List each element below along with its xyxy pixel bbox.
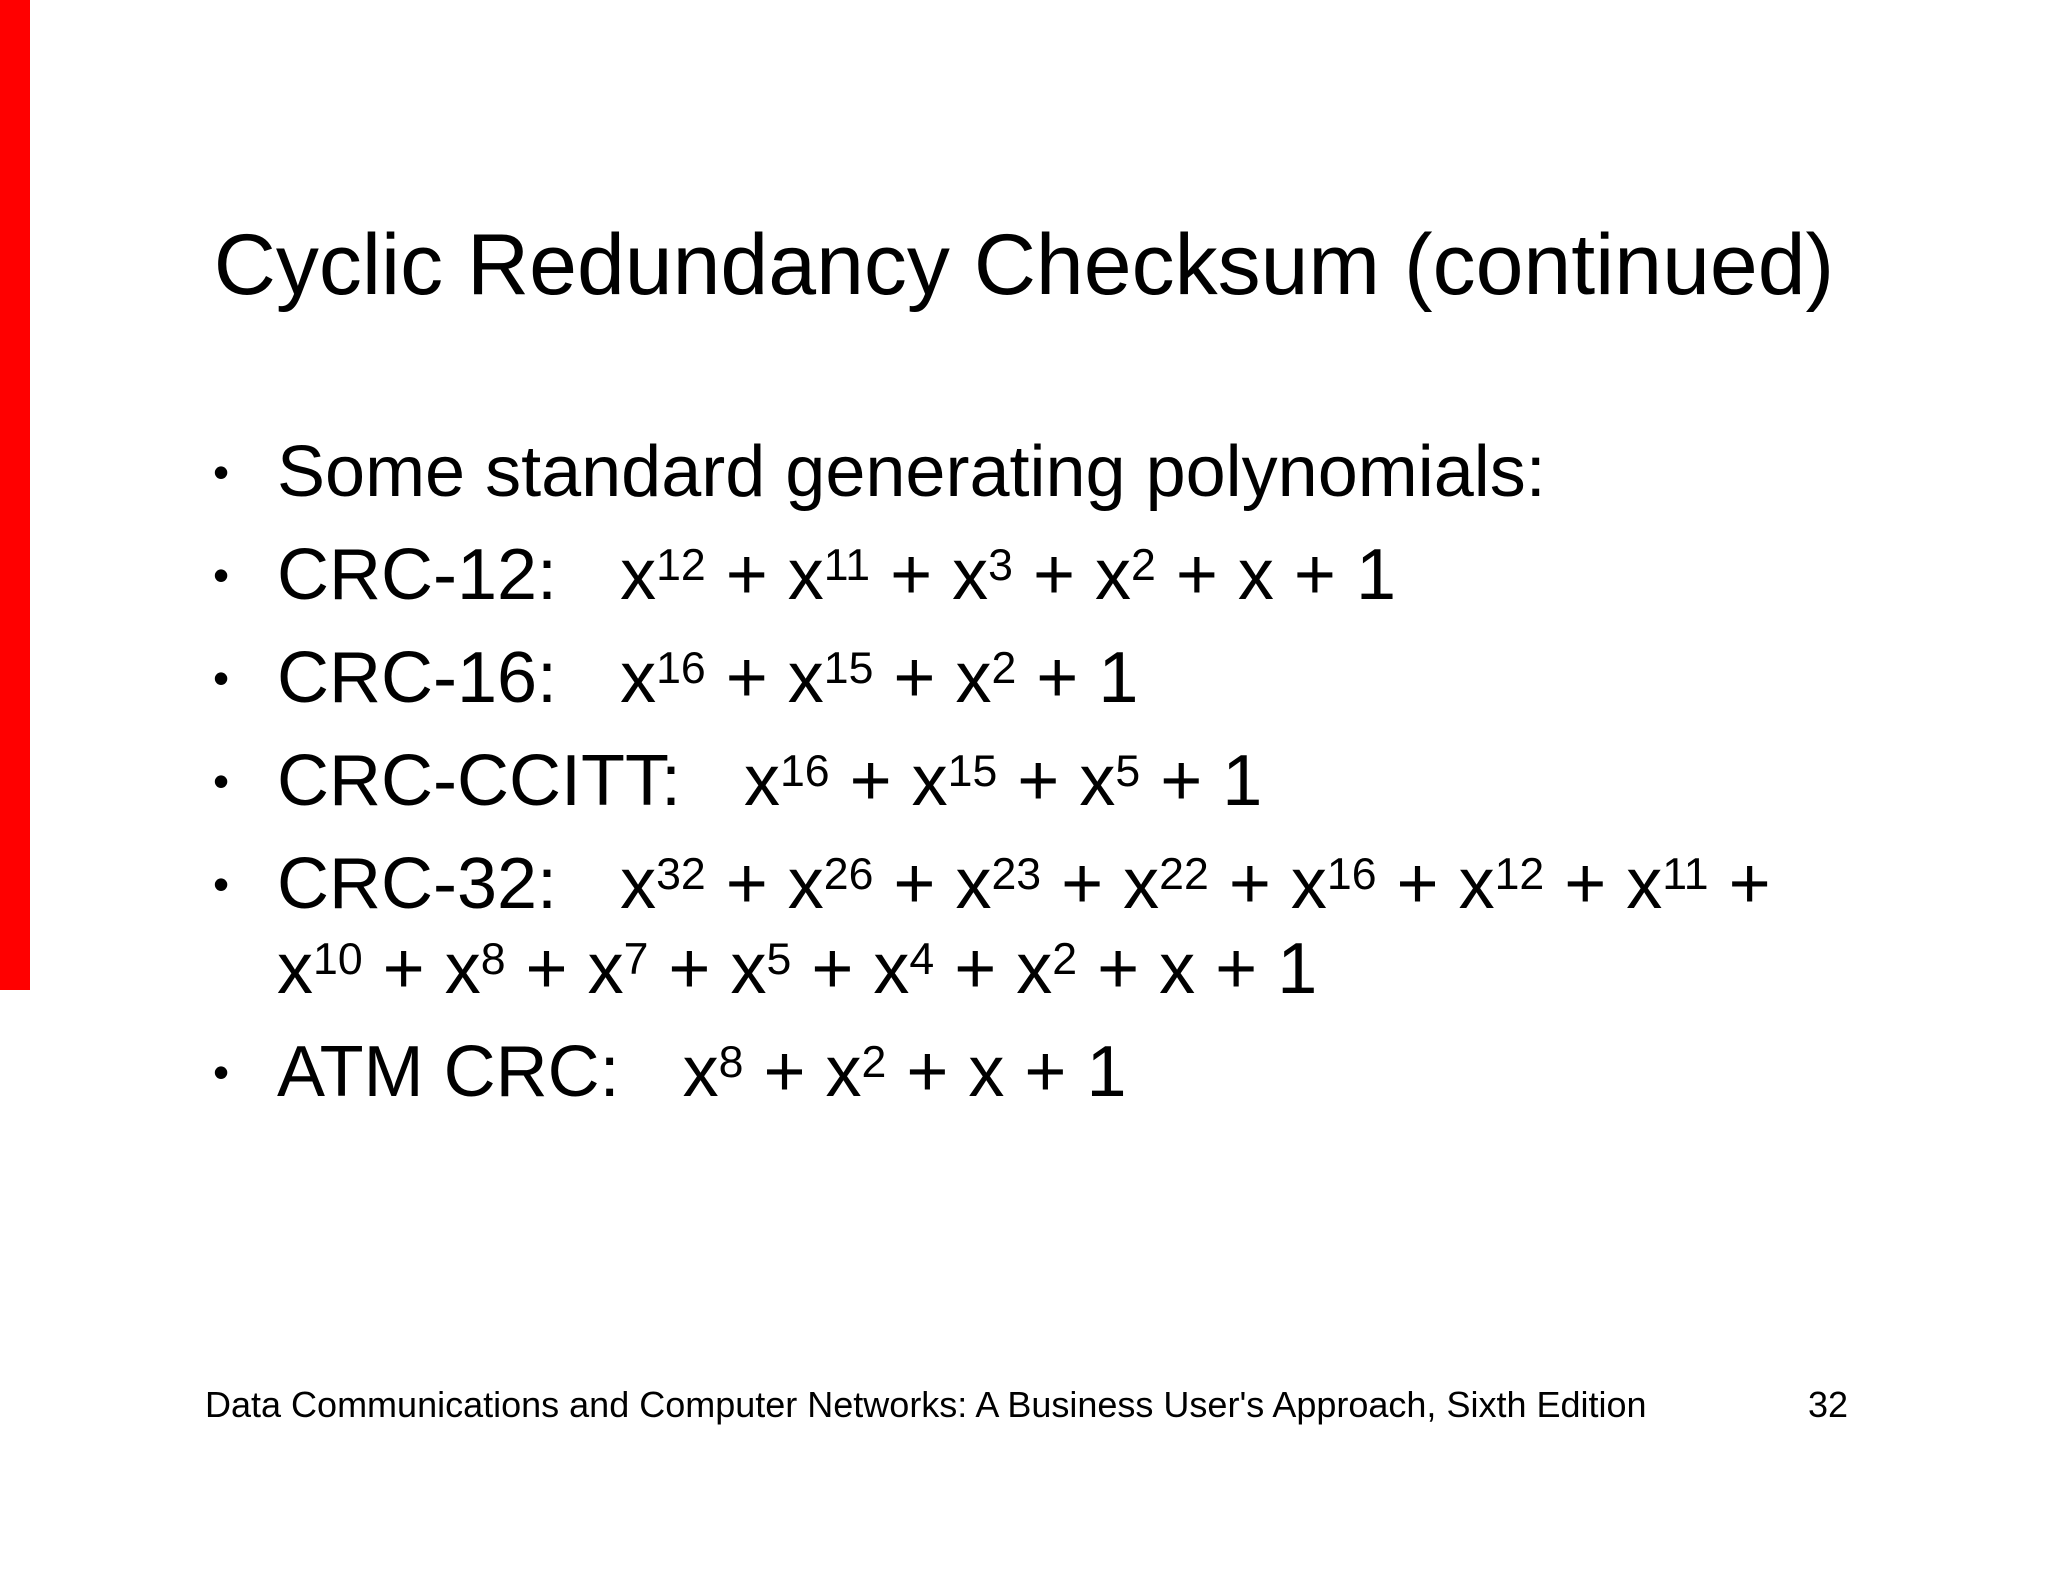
bullet-formula: x16 + x15 + x5 + 1 bbox=[743, 741, 1263, 821]
exponent: 8 bbox=[718, 1038, 744, 1088]
bullet-formula: x8 + x2 + x + 1 bbox=[682, 1032, 1127, 1112]
exponent: 5 bbox=[1115, 747, 1141, 797]
exponent: 2 bbox=[861, 1038, 887, 1088]
exponent: 15 bbox=[823, 644, 874, 694]
page-number: 32 bbox=[1807, 1384, 1848, 1425]
bullet-label: CRC-12: bbox=[277, 535, 558, 615]
exponent: 2 bbox=[1052, 935, 1078, 985]
bullet-formula: x16 + x15 + x2 + 1 bbox=[620, 638, 1139, 718]
exponent: 12 bbox=[656, 541, 706, 591]
bullet-item: • CRC-16: x16 + x15 + x2 + 1 bbox=[213, 636, 1908, 721]
bullet-item: • CRC-CCITT: x16 + x15 + x5 + 1 bbox=[213, 739, 1908, 824]
exponent: 15 bbox=[947, 747, 998, 797]
slide-footer: Data Communications and Computer Network… bbox=[205, 1385, 1848, 1425]
bullet-item: • Some standard generating polynomials: bbox=[213, 430, 1908, 515]
bullet-item: • CRC-32:x32 + x26 + x23 + x22 + x16 + x1… bbox=[213, 842, 1908, 1012]
exponent: 2 bbox=[991, 644, 1017, 694]
exponent: 16 bbox=[779, 747, 830, 797]
left-edge-accent-bar bbox=[0, 0, 30, 990]
bullet-list: • Some standard generating polynomials: • C… bbox=[213, 430, 1908, 1133]
exponent: 11 bbox=[1662, 850, 1709, 900]
exponent: 32 bbox=[656, 850, 706, 900]
exponent: 16 bbox=[1326, 850, 1377, 900]
exponent: 5 bbox=[766, 935, 792, 985]
bullet-formula: x32 + x26 + x23 + x22 + x16 + x12 + x11 … bbox=[277, 844, 1771, 1009]
bullet-label: CRC-32: bbox=[277, 844, 558, 924]
bullet-dot-icon: • bbox=[213, 652, 230, 704]
slide-title: Cyclic Redundancy Checksum (continued) bbox=[213, 217, 1835, 313]
exponent: 22 bbox=[1159, 850, 1209, 900]
bullet-item: • ATM CRC: x8 + x2 + x + 1 bbox=[213, 1030, 1908, 1115]
exponent: 12 bbox=[1494, 850, 1545, 900]
bullet-label: CRC-CCITT: bbox=[277, 741, 681, 821]
bullet-dot-icon: • bbox=[213, 858, 230, 910]
bullet-label: CRC-16: bbox=[277, 638, 558, 718]
exponent: 3 bbox=[988, 541, 1013, 591]
exponent: 26 bbox=[823, 850, 874, 900]
bullet-dot-icon: • bbox=[213, 1046, 230, 1098]
bullet-formula: x12 + x11 + x3 + x2 + x + 1 bbox=[620, 535, 1397, 615]
exponent: 4 bbox=[909, 935, 935, 985]
exponent: 10 bbox=[313, 935, 363, 985]
bullet-dot-icon: • bbox=[213, 755, 230, 807]
exponent: 7 bbox=[623, 935, 649, 985]
bullet-label: ATM CRC: bbox=[277, 1032, 620, 1112]
footer-book-title: Data Communications and Computer Network… bbox=[205, 1384, 1647, 1425]
bullet-item: • CRC-12: x12 + x11 + x3 + x2 + x + 1 bbox=[213, 533, 1908, 618]
exponent: 2 bbox=[1131, 541, 1156, 591]
bullet-dot-icon: • bbox=[213, 549, 230, 601]
exponent: 16 bbox=[656, 644, 706, 694]
bullet-label: Some standard generating polynomials: bbox=[277, 432, 1546, 512]
exponent: 8 bbox=[480, 935, 506, 985]
exponent: 11 bbox=[823, 541, 871, 591]
exponent: 23 bbox=[991, 850, 1042, 900]
bullet-dot-icon: • bbox=[213, 446, 230, 498]
